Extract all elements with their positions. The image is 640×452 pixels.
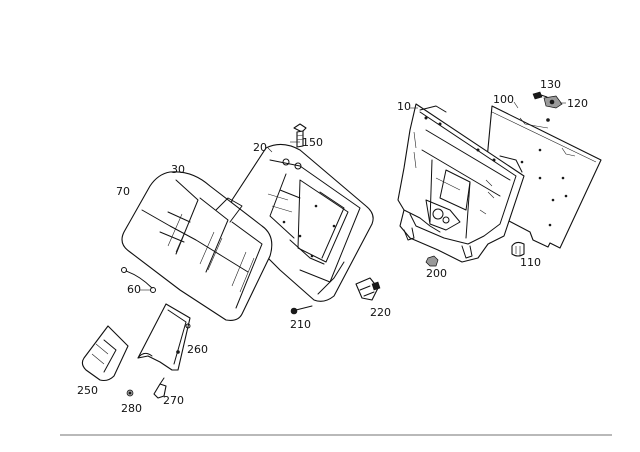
part-200-nut: [425, 255, 439, 267]
label-70: 70: [116, 185, 130, 198]
part-270-bracket: [153, 377, 167, 399]
label-120: 120: [567, 97, 588, 110]
part-150-headrest-guide: [293, 123, 307, 148]
part-220-latch: [355, 277, 381, 301]
part-280-nut: [126, 389, 134, 397]
part-130-screw: [532, 91, 548, 100]
part-30-seat-back-cover: [121, 171, 273, 321]
label-20: 20: [253, 141, 267, 154]
part-60-cable: [121, 267, 156, 293]
part-labels: 10 20 30 60 70 100 110 120 130 150 200 2…: [77, 78, 588, 415]
label-100: 100: [493, 93, 514, 106]
part-210-screw: [290, 305, 313, 315]
label-150: 150: [302, 136, 323, 149]
part-250-armrest: [81, 325, 129, 382]
leader-lines: [140, 101, 566, 291]
part-120-clip: [543, 95, 563, 109]
label-110: 110: [520, 256, 541, 269]
label-260: 260: [187, 343, 208, 356]
label-220: 220: [370, 306, 391, 319]
label-30: 30: [171, 163, 185, 176]
label-60: 60: [127, 283, 141, 296]
part-110-bush: [511, 241, 525, 257]
label-130: 130: [540, 78, 561, 91]
label-250: 250: [77, 384, 98, 397]
label-280: 280: [121, 402, 142, 415]
part-20-seat-back-padding: [230, 143, 374, 302]
part-10-seat-back-frame: [397, 103, 525, 263]
label-10: 10: [397, 100, 411, 113]
label-200: 200: [426, 267, 447, 280]
label-270: 270: [163, 394, 184, 407]
part-260-armrest-frame: [137, 303, 191, 371]
label-210: 210: [290, 318, 311, 331]
